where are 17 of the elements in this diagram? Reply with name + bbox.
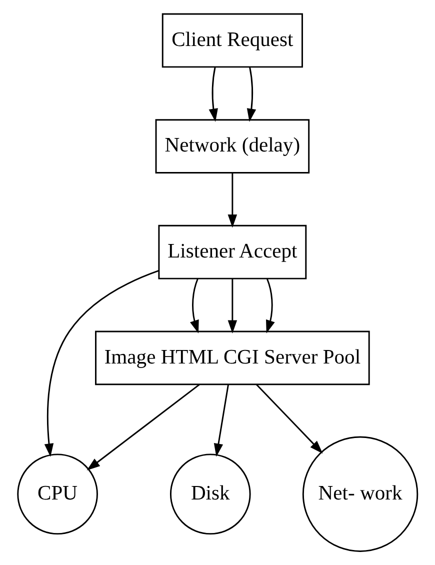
arrow — [228, 173, 238, 228]
arrow — [246, 67, 256, 122]
arrow — [86, 384, 200, 470]
node-circle: Net- work — [302, 436, 418, 552]
node-box: Client Request — [162, 13, 303, 68]
node-circle: CPU — [17, 454, 98, 535]
arrow — [208, 67, 218, 122]
arrow — [190, 278, 199, 334]
node-box: Image HTML CGI Server Pool — [95, 330, 370, 386]
arrow — [228, 279, 238, 334]
node-box: Listener Accept — [158, 224, 307, 280]
arrow — [44, 270, 159, 457]
arrow — [266, 278, 275, 334]
node-circle: Disk — [170, 454, 251, 535]
arrow — [214, 384, 230, 457]
arrow — [256, 384, 323, 454]
node-box: Network (delay) — [155, 119, 310, 174]
